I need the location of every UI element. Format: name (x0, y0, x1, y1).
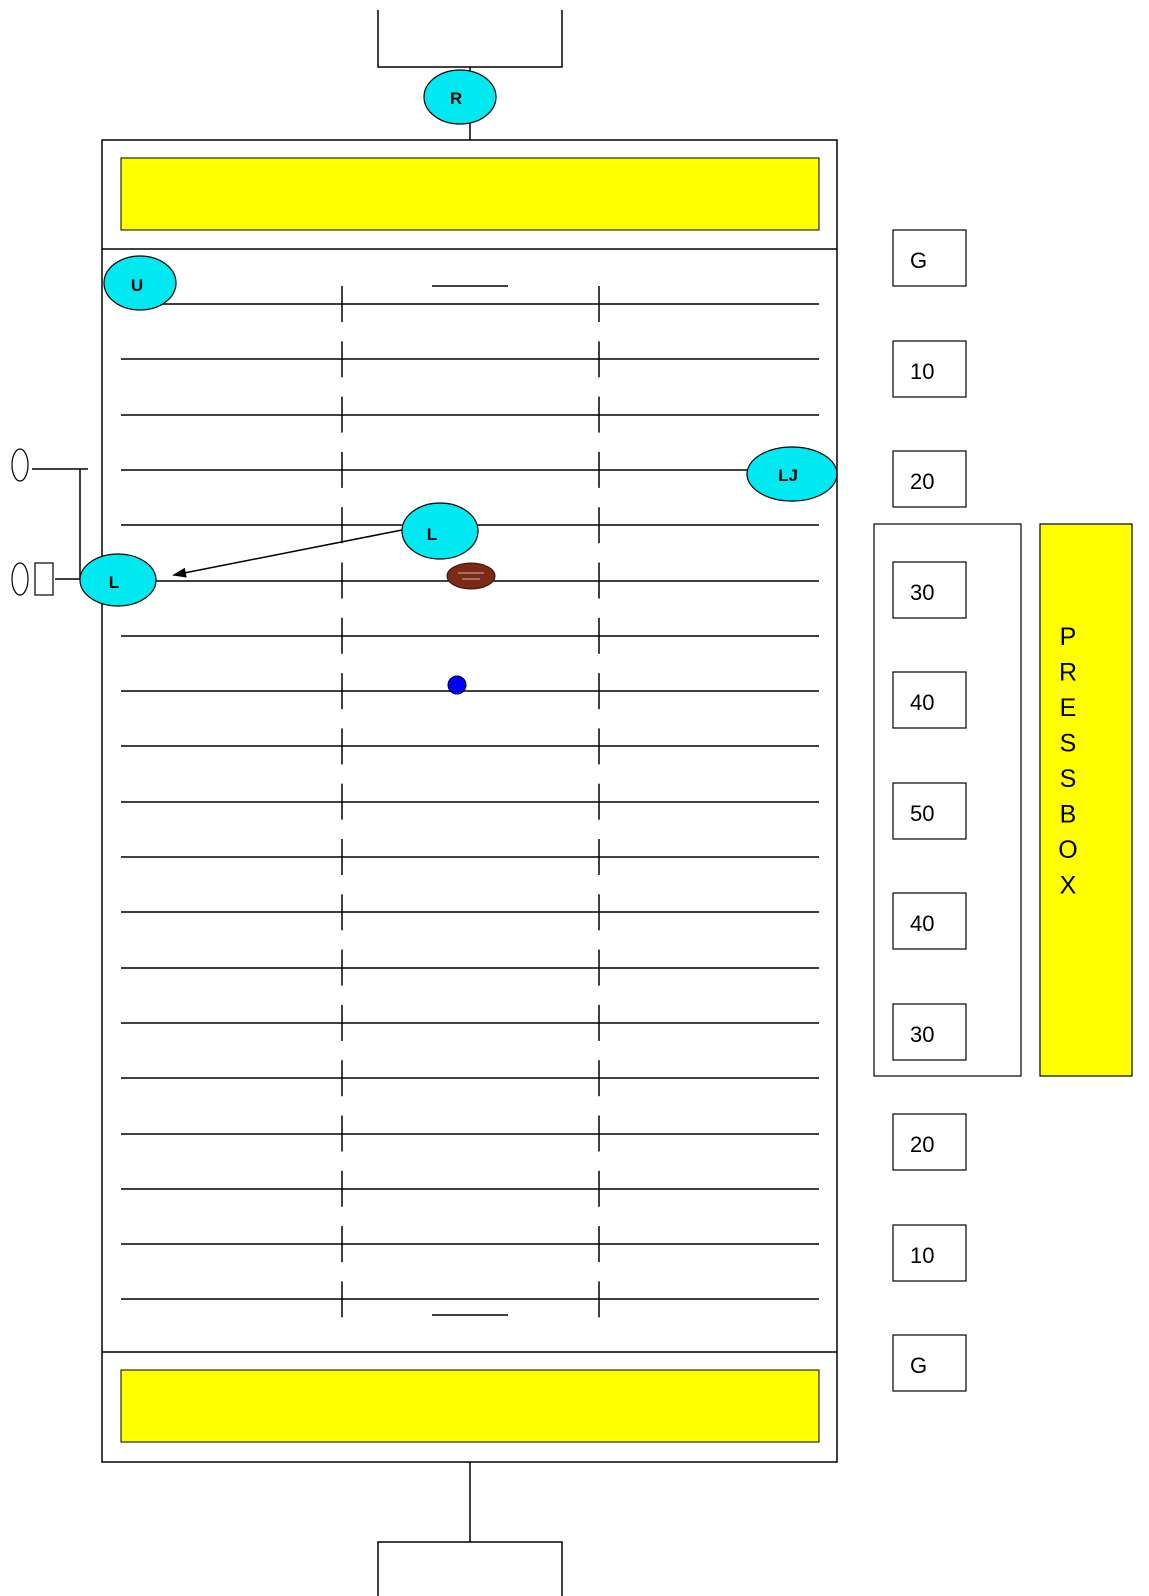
yard-marker-box: 10 (892, 1224, 967, 1282)
yard-lines (121, 303, 819, 1300)
official-linesman-sideline[interactable]: L (79, 553, 157, 607)
endzone-bottom (120, 1369, 820, 1443)
press-box-letter: O (1058, 836, 1077, 864)
press-box (1039, 523, 1133, 1077)
goal-post-top (377, 10, 563, 68)
chain-stake-icon (11, 448, 29, 482)
yard-marker-label: 40 (910, 911, 934, 936)
down-marker-icon (34, 562, 54, 596)
arrow-icon (172, 529, 403, 578)
official-line-judge[interactable]: LJ (746, 446, 838, 502)
yard-marker-label: 10 (910, 1243, 934, 1268)
yard-marker-label: 50 (910, 801, 934, 826)
yard-marker-label: 10 (910, 359, 934, 384)
official-linesman-sideline-label: L (109, 573, 119, 592)
yard-marker-label: G (910, 248, 927, 273)
hash-marks (341, 286, 600, 1318)
official-linesman-field-label: L (427, 525, 437, 544)
yard-marker-label: 20 (910, 1132, 934, 1157)
yard-marker-box: 20 (892, 1113, 967, 1171)
press-box-letter: E (1060, 694, 1077, 722)
press-box-letter: S (1060, 765, 1077, 793)
official-referee-label: R (450, 89, 462, 108)
press-box-letter: X (1060, 872, 1077, 900)
endzone-top (120, 157, 820, 231)
yard-marker-label: 30 (910, 1022, 934, 1047)
ball-spot-icon (447, 675, 467, 695)
press-box-letter: P (1060, 623, 1077, 651)
press-box-letter: B (1060, 801, 1077, 829)
press-box-letter: R (1059, 659, 1077, 687)
official-umpire-label: U (131, 276, 143, 295)
press-box-outline (873, 523, 1022, 1077)
chain-stake-icon (11, 562, 29, 596)
yard-marker-label: 30 (910, 580, 934, 605)
yard-marker-box: G (892, 229, 967, 287)
yard-marker-label: 20 (910, 469, 934, 494)
field-boundary (101, 139, 838, 1463)
press-box-letter: S (1060, 730, 1077, 758)
yard-marker-label: 40 (910, 690, 934, 715)
yard-marker-box: G (892, 1334, 967, 1392)
official-linesman-field[interactable]: L (401, 502, 479, 560)
yard-marker-label: G (910, 1353, 927, 1378)
official-umpire[interactable]: U (103, 255, 177, 311)
yard-marker-box: 30 (892, 561, 967, 619)
yard-marker-box: 50 (892, 782, 967, 840)
yard-marker-box: 40 (892, 671, 967, 729)
yard-marker-box: 20 (892, 450, 967, 508)
official-line-judge-label: LJ (778, 466, 798, 485)
yard-marker-box: 40 (892, 892, 967, 950)
football-icon (446, 562, 496, 590)
official-referee[interactable]: R (423, 69, 497, 125)
goal-post-bottom (377, 1541, 563, 1596)
yard-marker-box: 10 (892, 340, 967, 398)
yard-marker-box: 30 (892, 1003, 967, 1061)
